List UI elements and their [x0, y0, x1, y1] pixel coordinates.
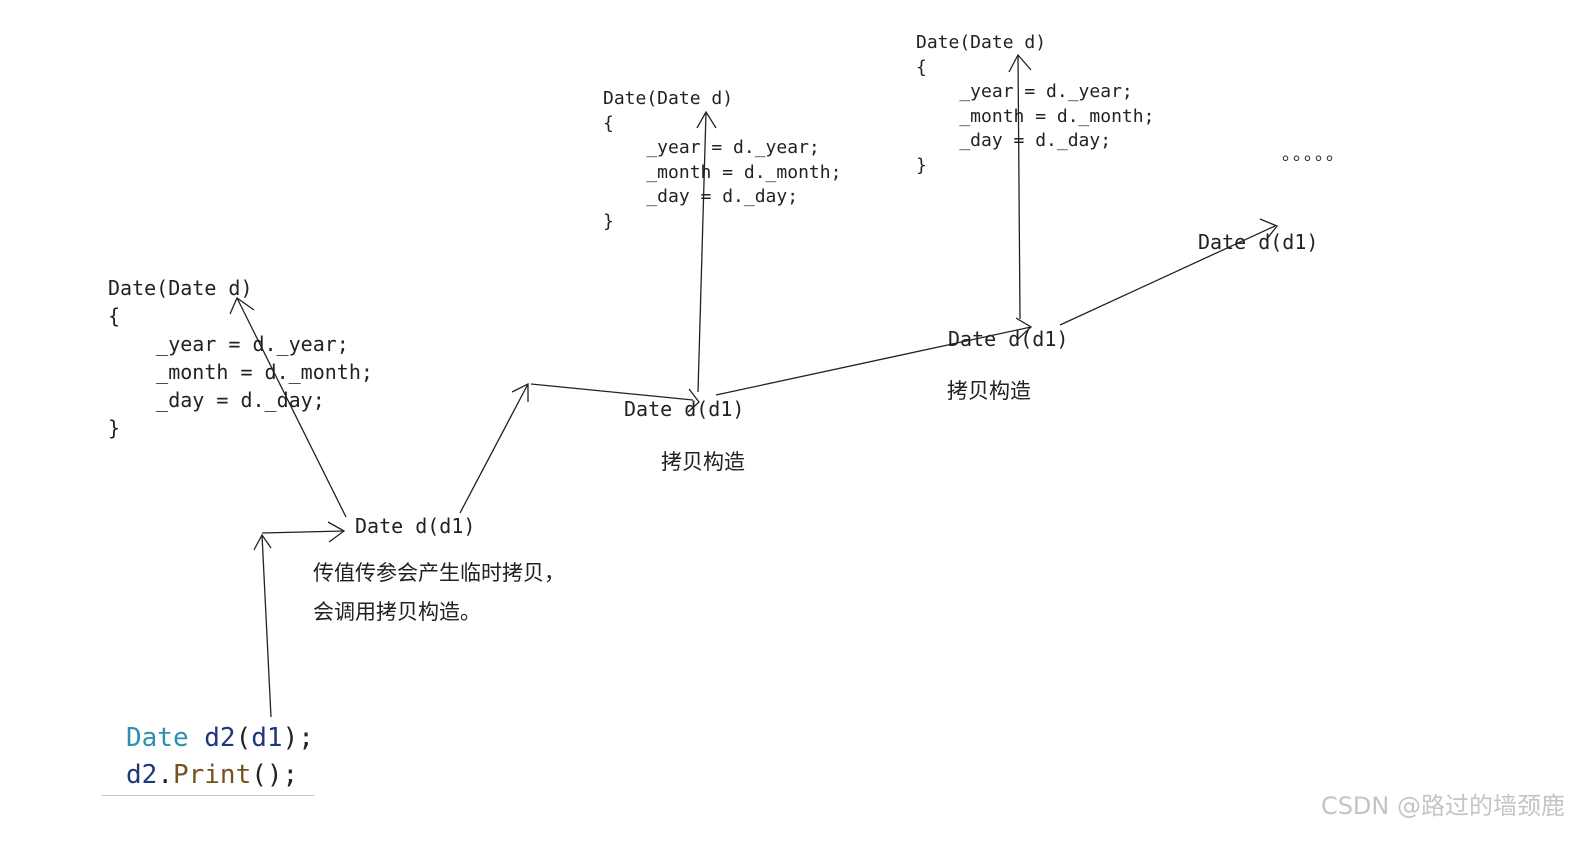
- pass-by-value-note-line2: 会调用拷贝构造。: [313, 600, 481, 624]
- ellipsis: 。。。。。: [1282, 144, 1346, 165]
- code-line: {: [108, 304, 121, 328]
- arrow-shaft: [1059, 225, 1276, 326]
- code-line: _month = d._month;: [603, 161, 842, 183]
- code-line: Date(Date d): [603, 88, 734, 109]
- arrow-head: [253, 533, 272, 551]
- arrow-head: [696, 110, 717, 129]
- arrow-shaft: [261, 530, 345, 534]
- arrow-shaft: [236, 297, 347, 518]
- call-label-1: Date d(d1): [355, 514, 476, 538]
- source-line-1: Date d2(d1);: [126, 723, 314, 753]
- arrow-head: [1015, 317, 1033, 340]
- dot: .: [157, 760, 173, 790]
- source-line-2: d2.Print();: [126, 760, 298, 790]
- code-line: _day = d._day;: [603, 186, 799, 207]
- code-line: _month = d._month;: [916, 105, 1155, 127]
- argument-d1: d1: [251, 723, 283, 753]
- arrow-head: [511, 382, 529, 402]
- code-line: _year = d._year;: [108, 332, 349, 356]
- arrow-shaft: [261, 534, 272, 718]
- close-paren: );: [282, 723, 314, 753]
- arrow-shaft: [1017, 54, 1021, 320]
- arrow-head: [687, 388, 700, 413]
- code-line: _month = d._month;: [108, 360, 373, 384]
- open-paren: (: [235, 723, 252, 753]
- type-keyword: Date: [126, 723, 189, 753]
- copy-ctor-note-1: 拷贝构造: [661, 450, 745, 474]
- arrow-shaft: [697, 111, 707, 393]
- copy-ctor-code-block-2: Date(Date d) { _year = d._year; _month = …: [603, 87, 841, 234]
- copy-ctor-code-block-1: Date(Date d) { _year = d._year; _month = …: [108, 274, 373, 442]
- code-line: Date(Date d): [108, 276, 253, 300]
- arrow-head: [327, 521, 346, 543]
- call-label-2: Date d(d1): [624, 397, 745, 421]
- object-d2: d2: [126, 760, 158, 790]
- arrow-shaft: [530, 383, 694, 401]
- call-parens: ();: [251, 760, 299, 790]
- code-line: }: [916, 154, 927, 176]
- code-line: {: [603, 112, 614, 134]
- arrow-head: [229, 297, 255, 315]
- code-line: }: [603, 210, 614, 232]
- copy-ctor-note-2: 拷贝构造: [947, 379, 1031, 403]
- arrow-head: [1259, 218, 1279, 241]
- code-line: _year = d._year;: [603, 137, 820, 158]
- arrow-shaft: [715, 326, 1032, 396]
- source-divider: [102, 795, 314, 796]
- code-line: _year = d._year;: [916, 81, 1133, 102]
- method-print: Print: [172, 760, 252, 790]
- arrow-head: [1008, 53, 1032, 73]
- code-line: }: [108, 416, 121, 440]
- arrow-shaft: [459, 383, 529, 514]
- variable-d2: d2: [204, 723, 236, 753]
- code-line: Date(Date d): [916, 32, 1047, 53]
- code-line: _day = d._day;: [108, 388, 325, 412]
- watermark: CSDN @路过的墙颈鹿: [1320, 792, 1565, 820]
- code-line: {: [916, 56, 927, 78]
- source-code: Date d2(d1); d2.Print();: [126, 720, 314, 794]
- pass-by-value-note-line1: 传值传参会产生临时拷贝，: [313, 561, 565, 585]
